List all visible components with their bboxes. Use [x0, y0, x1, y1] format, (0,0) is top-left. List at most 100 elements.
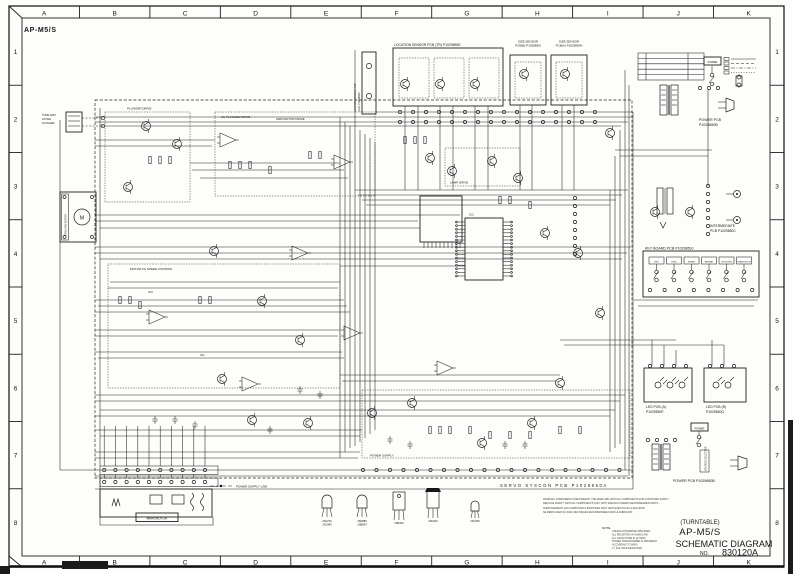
section-outlines	[104, 111, 631, 459]
grid-row-8: 8	[775, 520, 779, 527]
scan-corner	[0, 566, 10, 574]
warning-line-2: REPLACE SAFETY CRITICAL COMPONENTS ONLY …	[543, 502, 659, 505]
size-sensor-b-label-1: SIZE SENSOR	[518, 40, 539, 44]
grid-row-7: 7	[14, 453, 18, 460]
grid-col-K: K	[747, 560, 752, 567]
power-supply-line-legend	[210, 484, 232, 488]
tone-arm-motor-block	[59, 191, 97, 243]
grid-row-7: 7	[775, 453, 779, 460]
note-line-4: POWER TRANSFORMER IS DIFFERENT	[612, 540, 658, 543]
grid-row-4: 4	[775, 251, 779, 258]
ic3-label: IC3	[148, 290, 153, 294]
grid-col-D: D	[253, 560, 258, 567]
tone-arm-lifter-label-3: PLUNGER	[42, 121, 55, 125]
size-sensor-b-board	[509, 54, 547, 106]
motor-m-glyph: M	[80, 216, 84, 222]
grid-row-1: 1	[775, 49, 779, 56]
labels: AP-M5/S LOCATION SENSOR PCB (LED) P10298…	[24, 27, 772, 558]
servo-syscon-board-outline	[94, 99, 633, 479]
title-model: AP-M5/S	[679, 527, 721, 538]
ac-plug-icon	[730, 455, 748, 471]
size-sensor-b-label-2: PCB(B) P1029850I	[515, 44, 541, 48]
grid-col-H: H	[535, 11, 540, 18]
location-sensor-tr-label: LOCATION SENSOR PCB (TR) P1029850E	[394, 43, 461, 47]
power-pcb-top-label-1: POWER PCB	[699, 118, 722, 122]
grid-col-F: F	[394, 560, 398, 567]
led-pcb-a-label-1: LED PCB (A)	[646, 405, 666, 409]
location-sensor-led-label-1: LOCATION SENSOR PCB	[354, 83, 357, 112]
location-sensor-led-board	[361, 51, 377, 115]
key-label-speed: SPEED	[688, 261, 696, 263]
led-pcb-a-label-2: P1029850F	[646, 410, 664, 414]
tone-arm-lifter-label-1: TONE ARM	[42, 113, 56, 117]
motor-fg-label: MOTOR FG SPEED CONTROL	[130, 267, 173, 271]
transistor-package-drawings	[321, 488, 480, 521]
pkg1-label-2: 2SC945	[322, 523, 332, 527]
power-switch-label: POWER	[708, 60, 718, 64]
grid-col-B: B	[112, 11, 116, 18]
voltage-selector-label: VOLTAGE SELECTOR	[705, 446, 708, 471]
key-label-updown: UP/DOWN	[721, 261, 732, 263]
power-pcb-top	[637, 52, 756, 116]
grid-col-G: G	[464, 560, 469, 567]
phono-jack-icon	[733, 190, 741, 198]
power-pcb-top-label-2: P1029850B	[699, 123, 718, 127]
title-schematic: SCHEMATIC DIAGRAM	[676, 539, 773, 549]
intermediate-pcb	[656, 187, 741, 229]
arm-motor-drive-label: ARM MOTOR DRIVE	[276, 117, 305, 121]
led-icon	[712, 381, 720, 389]
location-sensor-led-label-2: (LED) P1029850D	[358, 92, 361, 112]
fuse-icon	[735, 75, 743, 87]
key-label-startstop: START/STOP	[737, 260, 751, 263]
key-board-pcb	[642, 250, 760, 298]
led-icon	[666, 381, 674, 389]
note-title: NOTE	[602, 526, 610, 530]
drawing-code-label: AP-M5/S	[24, 27, 57, 34]
grid-col-C: C	[183, 560, 188, 567]
led-pcb-b-label-2: P1029850G	[706, 410, 724, 414]
grid-row-6: 6	[775, 385, 779, 392]
size-sensor-a-label-1: SIZE SENSOR	[559, 40, 580, 44]
syscon-ic	[419, 195, 504, 281]
main-motor-label: MAIN MOTOR	[147, 517, 168, 521]
key-label-rej: REJ	[654, 261, 658, 263]
grid-row-2: 2	[14, 116, 18, 123]
pkg2-label-2: 2SB834	[357, 523, 367, 527]
grid-row-8: 8	[14, 520, 18, 527]
motor-icon	[73, 208, 91, 226]
warning-line-1: WARNING: COMPONENTS IDENTIFIED BY THE MA…	[543, 498, 670, 501]
led-icon	[678, 381, 686, 389]
led-icon	[654, 381, 662, 389]
lamp-drive-label: LAMP DRIVE	[450, 181, 468, 185]
grid-col-B: B	[112, 560, 116, 567]
power-supply-line-label: POWER SUPPLY LINE	[236, 485, 267, 489]
grid-col-A: A	[42, 560, 47, 567]
led-icon	[724, 381, 732, 389]
size-sensor-a-label-2: PCB(A) P1029850H	[556, 44, 583, 48]
ac-plug-icon	[718, 97, 735, 113]
grid-row-4: 4	[14, 251, 18, 258]
grid-col-J: J	[677, 560, 680, 567]
drawing-frame	[0, 5, 793, 574]
grid-col-I: I	[607, 11, 609, 18]
scan-smudge	[62, 561, 108, 569]
title-no-label: NO.	[700, 551, 709, 557]
grid-col-D: D	[253, 11, 258, 18]
tone-arm-lifter-label-2: LIFTER	[42, 117, 51, 121]
grid-row-2: 2	[775, 116, 779, 123]
power-pcb-bottom-label: POWER PCB P1029850B	[673, 479, 715, 483]
led-pcb-b	[703, 367, 747, 403]
pkg4-label: 2SD313	[428, 519, 438, 523]
grid-row-1: 1	[14, 49, 18, 56]
size-sensor-a-board	[550, 54, 588, 106]
key-board-pcb-label: KEY BOARD PCB P1029850J	[645, 247, 694, 251]
grid-row-6: 6	[14, 385, 18, 392]
grid-col-C: C	[183, 11, 188, 18]
led-pcb-b-label-1: LED PCB (B)	[706, 405, 726, 409]
plunger-drive-label: PLUNGER DRIVE	[127, 107, 152, 111]
grid-row-5: 5	[775, 318, 779, 325]
warning-line-4: NE REMPLACER QU'AVEC DES PIECES RECOMMAN…	[543, 511, 633, 514]
key-label-repeat: REPEAT	[705, 260, 714, 263]
